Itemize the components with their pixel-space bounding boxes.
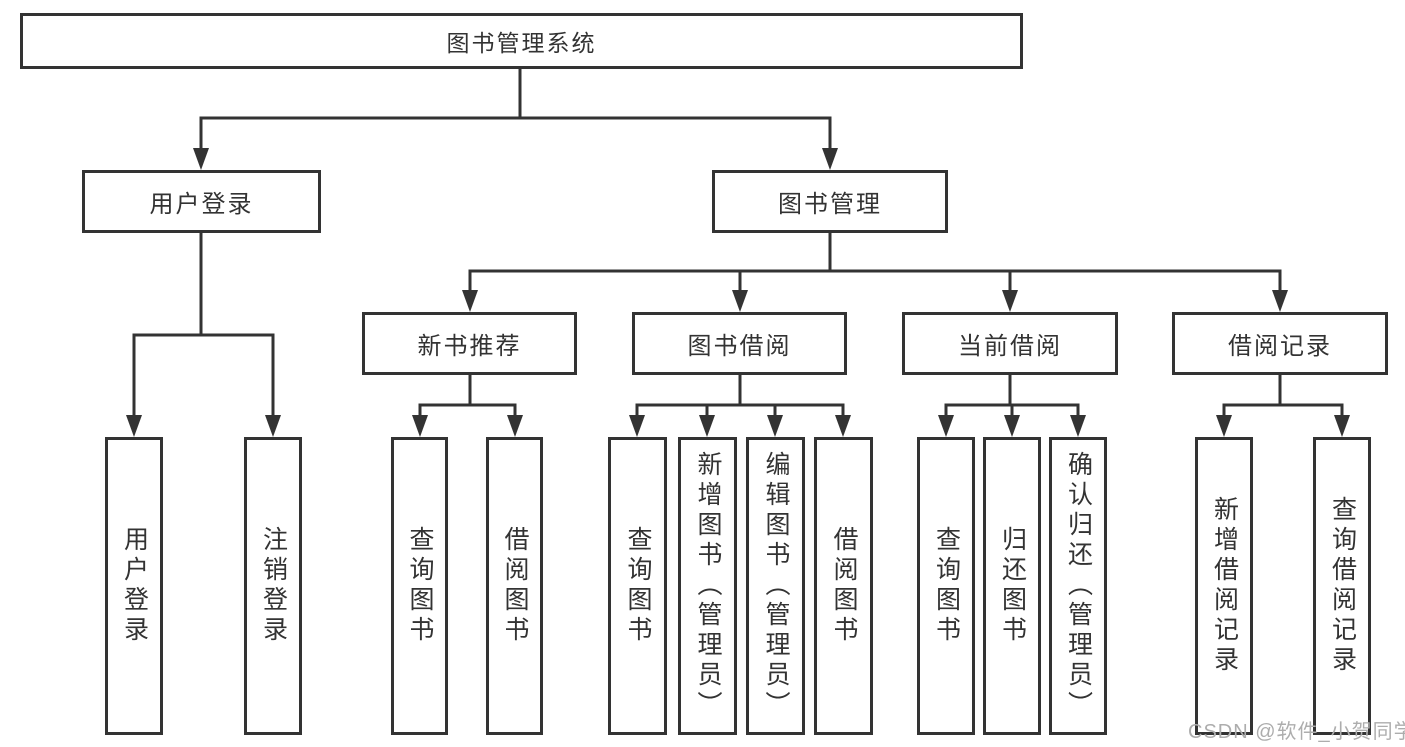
connector-current-borrow-to-leaves [938,375,1086,437]
node-new-book-recommend-label: 新书推荐 [417,333,522,360]
leaf-logout-label: 注销登录 [259,526,288,646]
node-library-system: 图书管理系统 [20,13,1023,69]
leaf-user-login-label: 用户登录 [120,526,149,646]
node-borrow-records-label: 借阅记录 [1228,333,1332,360]
leaf-return-book-label: 归还图书 [998,526,1027,646]
node-current-borrow-label: 当前借阅 [958,333,1062,360]
node-book-borrow-label: 图书借阅 [687,333,792,360]
node-current-borrow: 当前借阅 [902,312,1118,375]
csdn-watermark: CSDN @软件_小贺同学 [1188,721,1405,743]
leaf-query-books-current-label: 查询图书 [932,526,961,646]
leaf-logout: 注销登录 [244,437,302,735]
connector-borrow-records-to-leaves [1216,375,1350,437]
leaf-borrow-books-label: 借阅图书 [830,526,858,646]
connector-root-to-level2 [193,69,838,170]
leaf-query-borrow-record: 查询借阅记录 [1313,437,1371,735]
node-book-management: 图书管理 [712,170,948,233]
leaf-query-books-borrow: 查询图书 [608,437,667,735]
node-user-login: 用户登录 [82,170,321,233]
node-library-system-label: 图书管理系统 [446,30,597,56]
leaf-query-books-recommend: 查询图书 [391,437,448,735]
leaf-borrow-books: 借阅图书 [814,437,873,735]
leaf-add-book-admin: 新增图书（管理员） [678,437,737,735]
leaf-add-borrow-record-label: 新增借阅记录 [1210,496,1239,676]
leaf-confirm-return-admin-label: 确认归还（管理员） [1064,451,1093,721]
leaf-edit-book-admin-label: 编辑图书（管理员） [762,451,790,721]
leaf-edit-book-admin: 编辑图书（管理员） [746,437,805,735]
leaf-return-book: 归还图书 [983,437,1041,735]
connector-book-management-to-level3 [462,232,1288,312]
leaf-confirm-return-admin: 确认归还（管理员） [1049,437,1107,735]
leaf-add-borrow-record: 新增借阅记录 [1195,437,1253,735]
node-book-borrow: 图书借阅 [632,312,847,375]
node-new-book-recommend: 新书推荐 [362,312,577,375]
connector-new-book-to-leaves [412,375,523,437]
leaf-borrow-books-recommend: 借阅图书 [486,437,543,735]
connector-user-login-to-leaves [126,233,281,437]
node-book-management-label: 图书管理 [778,191,882,218]
leaf-query-books-borrow-label: 查询图书 [624,526,652,646]
leaf-add-book-admin-label: 新增图书（管理员） [694,451,722,721]
leaf-user-login: 用户登录 [105,437,163,735]
node-borrow-records: 借阅记录 [1172,312,1388,375]
leaf-query-borrow-record-label: 查询借阅记录 [1328,496,1357,676]
node-user-login-label: 用户登录 [149,191,254,218]
leaf-query-books-recommend-label: 查询图书 [406,526,434,646]
leaf-query-books-current: 查询图书 [917,437,975,735]
leaf-borrow-books-recommend-label: 借阅图书 [501,526,529,646]
connector-book-borrow-to-leaves [629,375,851,437]
